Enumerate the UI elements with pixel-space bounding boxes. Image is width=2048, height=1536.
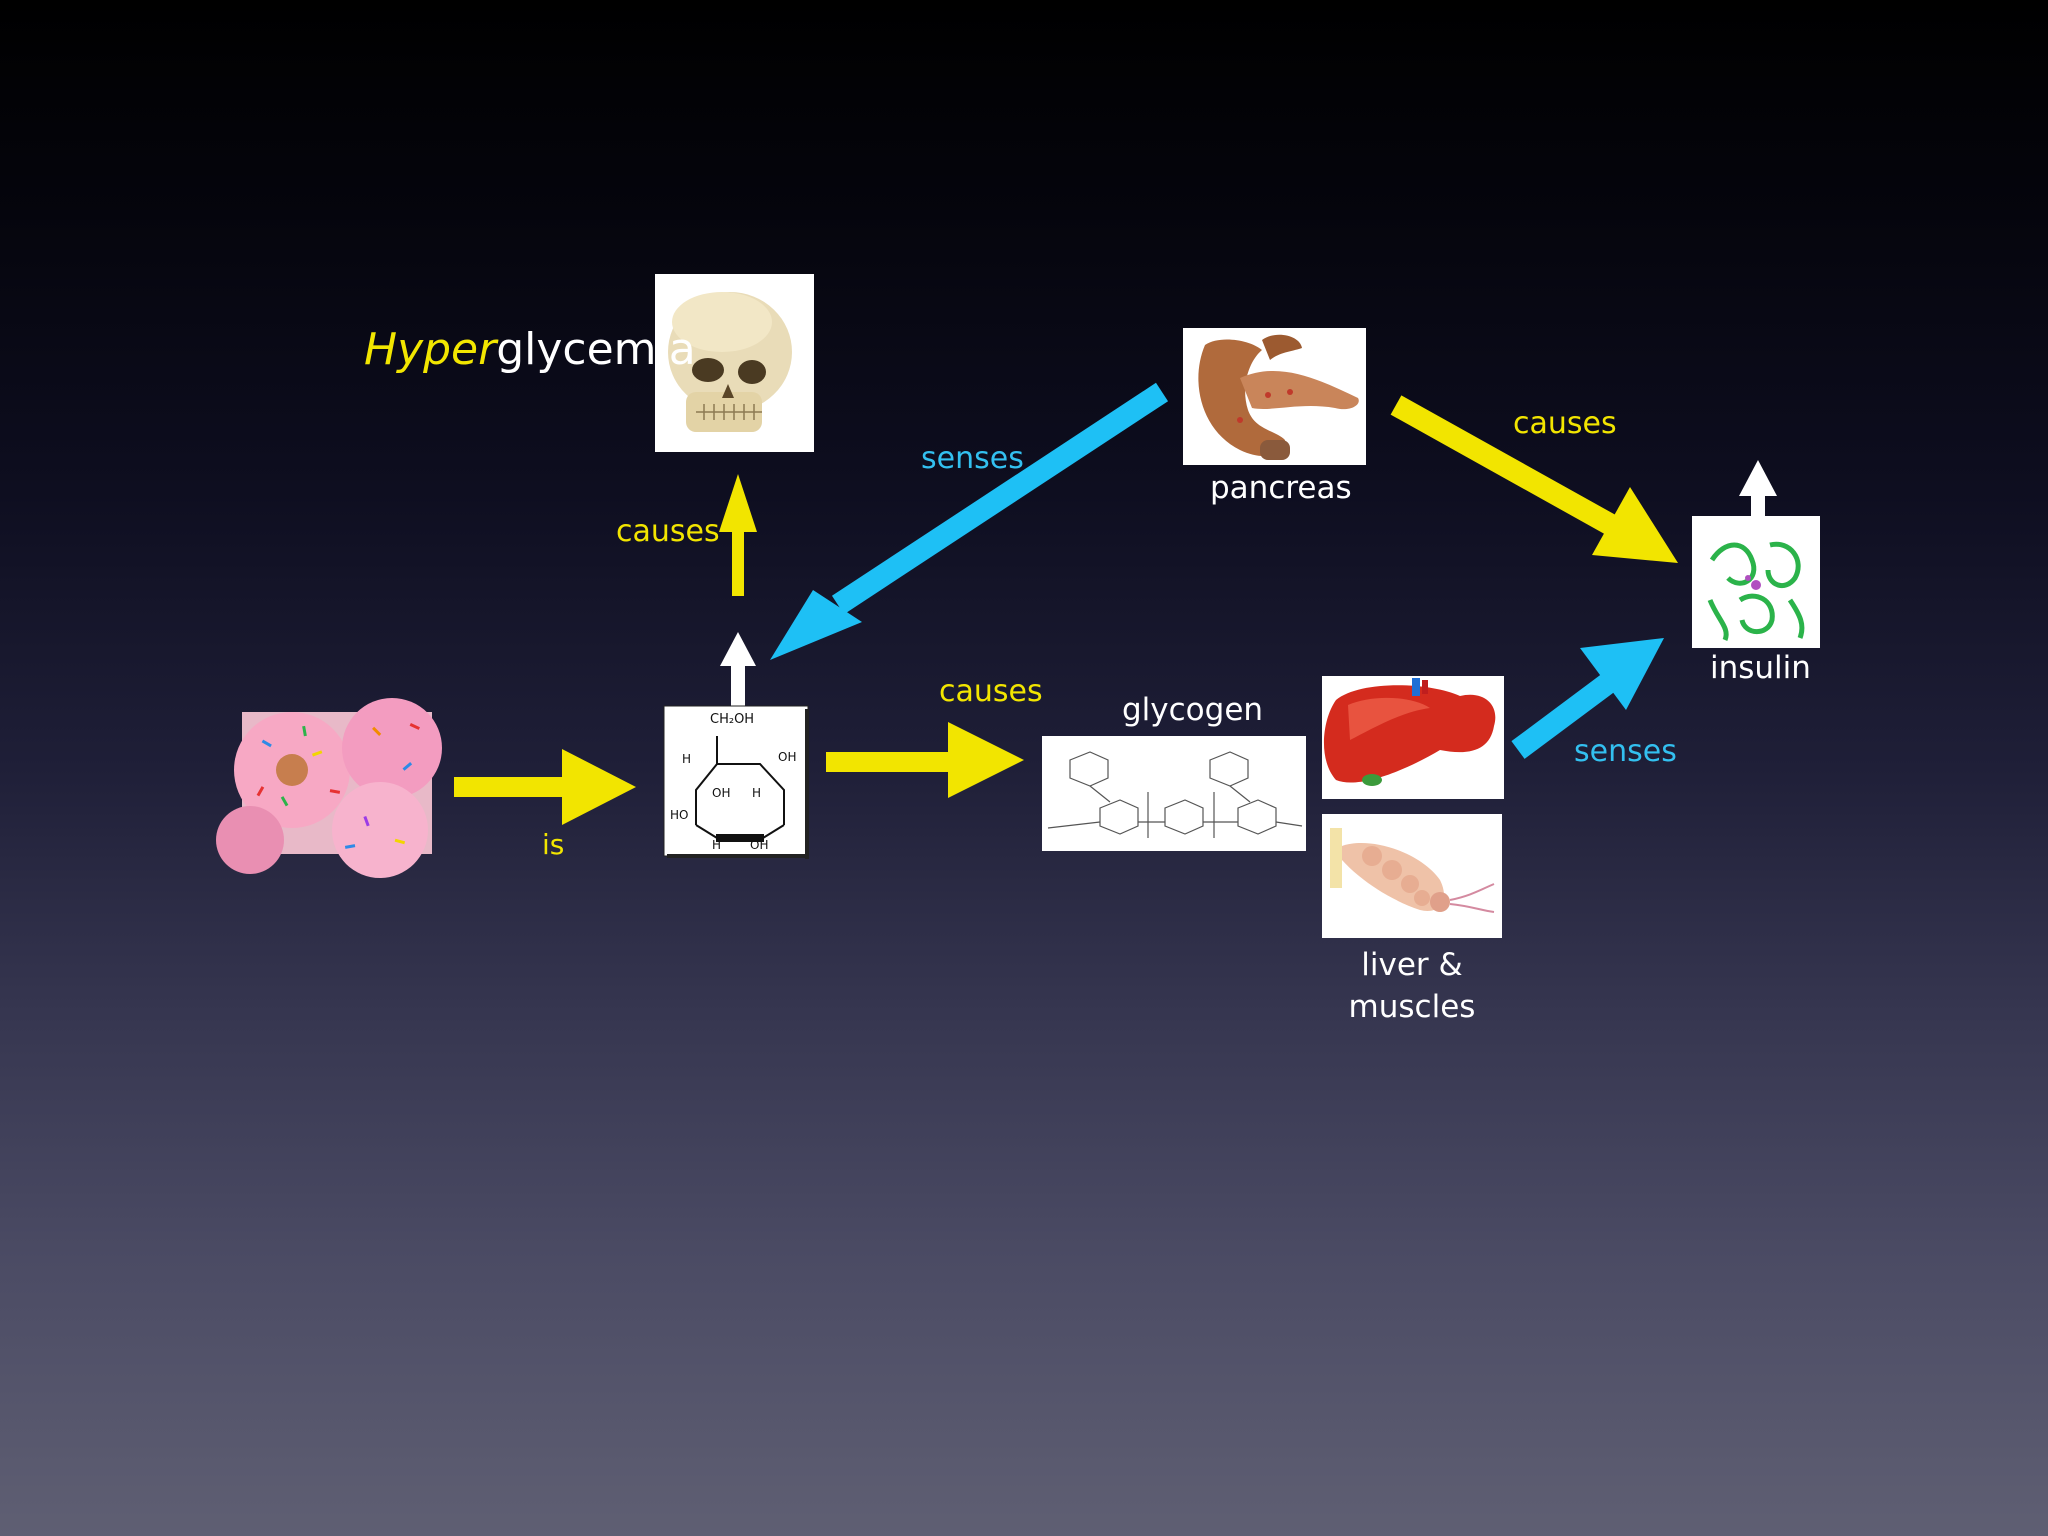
arrows bbox=[454, 382, 1777, 825]
arrow-pancreas-to-glucose bbox=[770, 382, 1169, 660]
hyperglycemia-title: Hyperglycemia bbox=[364, 324, 696, 376]
label-pancreas: pancreas bbox=[1210, 470, 1352, 506]
glucose-formula-oh-bottom: OH bbox=[750, 838, 769, 852]
label-liver-muscles-line1: liver & bbox=[1361, 947, 1463, 983]
skull-image bbox=[655, 274, 814, 452]
arrow-liver-to-insulin bbox=[1511, 638, 1664, 759]
pancreas-image bbox=[1183, 328, 1366, 465]
label-is: is bbox=[542, 828, 565, 861]
glucose-formula-h-bottom: H bbox=[712, 838, 722, 852]
glucose-formula-h-right: H bbox=[752, 786, 762, 800]
arrow-glucose-to-skull bbox=[719, 474, 757, 596]
glycogen-image bbox=[1042, 736, 1306, 851]
glucose-formula-h-left: H bbox=[682, 752, 692, 766]
donut-image bbox=[216, 698, 442, 878]
arrow-insulin-up-white bbox=[1739, 460, 1777, 518]
label-causes-insulin: causes bbox=[1513, 406, 1617, 441]
label-causes-up: causes bbox=[616, 514, 720, 549]
arrow-donut-to-glucose bbox=[454, 749, 636, 825]
glucose-formula-top: CH₂OH bbox=[710, 712, 755, 727]
label-senses-liver: senses bbox=[1574, 734, 1677, 769]
glucose-formula-oh-right: OH bbox=[778, 750, 797, 764]
arrow-pancreas-to-insulin bbox=[1390, 395, 1678, 563]
label-liver-muscles: liver & muscles bbox=[1322, 944, 1502, 1028]
arrow-glucose-to-glycogen bbox=[826, 722, 1024, 798]
label-liver-muscles-line2: muscles bbox=[1348, 989, 1476, 1025]
label-senses-pancreas: senses bbox=[921, 441, 1024, 476]
arrow-glucose-up-white bbox=[720, 632, 756, 708]
muscles-image bbox=[1322, 814, 1502, 938]
glucose-image bbox=[663, 705, 809, 859]
glucose-formula-ho: HO bbox=[670, 808, 689, 822]
hyperglycemia-suffix: glycemia bbox=[496, 324, 696, 375]
glucose-formula-oh-mid: OH bbox=[712, 786, 731, 800]
label-glycogen: glycogen bbox=[1122, 692, 1264, 728]
label-causes-glycogen: causes bbox=[939, 674, 1043, 709]
liver-image bbox=[1322, 676, 1504, 799]
hyperglycemia-prefix: Hyper bbox=[364, 324, 497, 375]
label-insulin: insulin bbox=[1710, 650, 1811, 686]
insulin-image bbox=[1692, 516, 1820, 648]
